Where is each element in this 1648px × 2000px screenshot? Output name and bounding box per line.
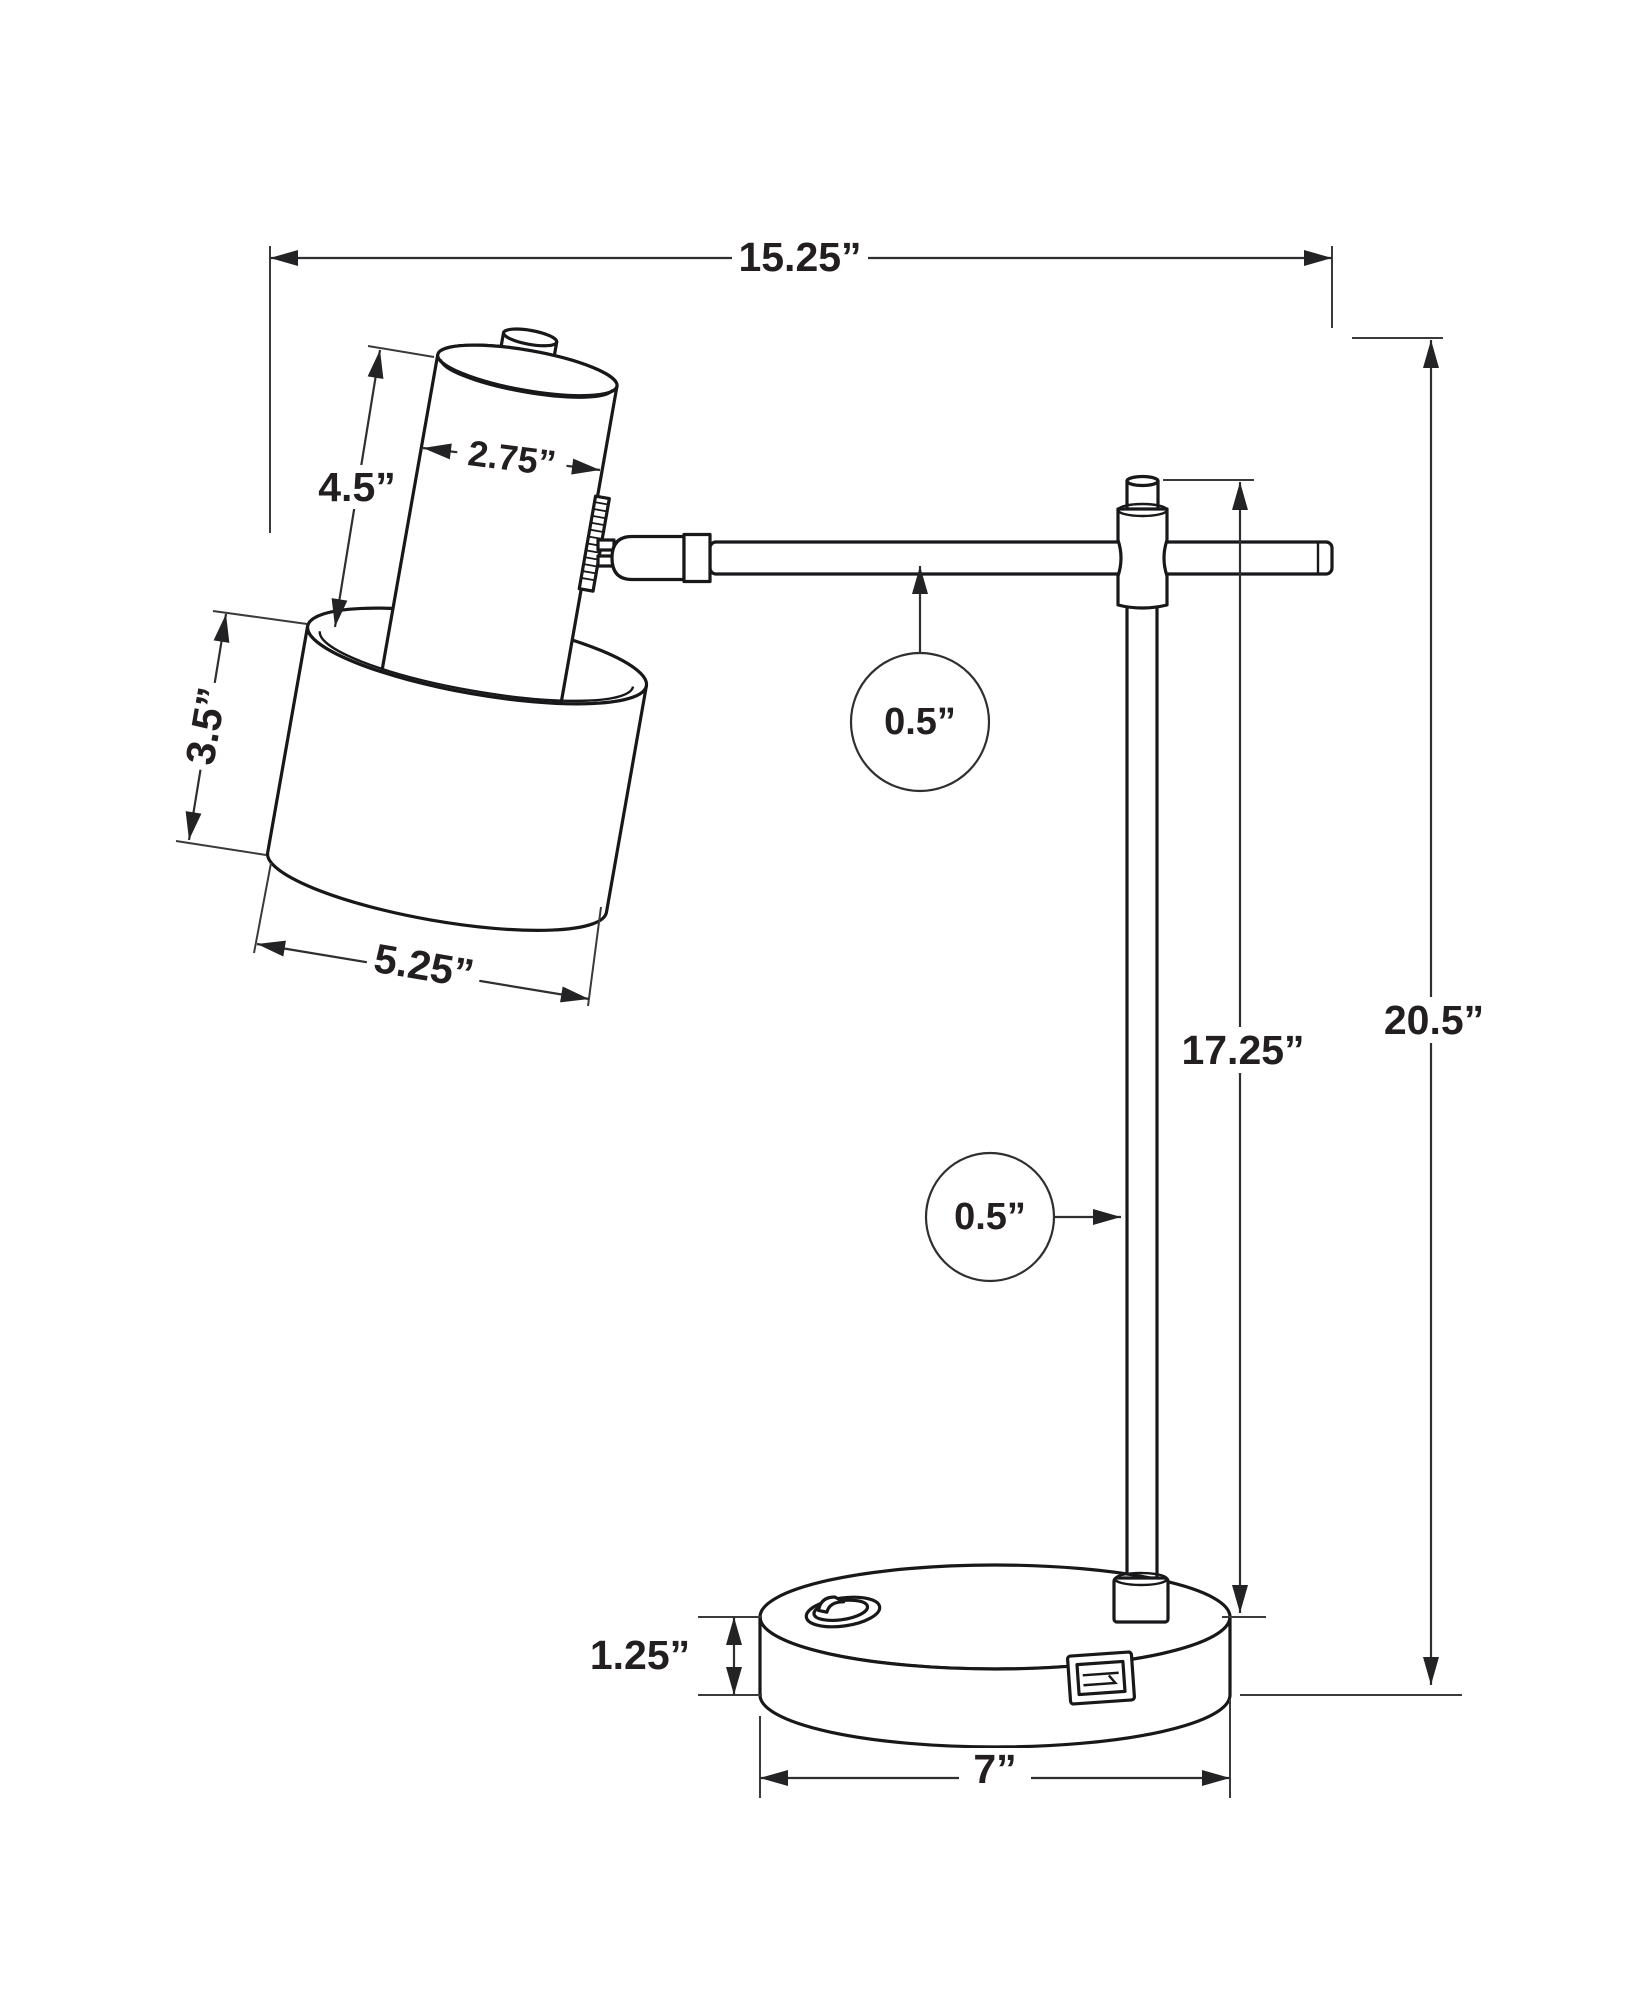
hinge-collar: [682, 532, 712, 584]
callout-pole-thickness: 0.5”: [924, 1151, 1121, 1283]
pole-bottom-collar: [1112, 1571, 1170, 1624]
dim-base-height: 1.25”: [590, 1616, 762, 1696]
overall-width-label: 15.25”: [738, 234, 861, 280]
base-height-label: 1.25”: [590, 1632, 690, 1678]
overall-height-label: 20.5”: [1384, 997, 1484, 1043]
arm-thickness-label: 0.5”: [884, 701, 956, 743]
dim-base-diameter: 7”: [759, 1700, 1231, 1798]
lamp-arm: [708, 540, 1334, 576]
dim-head-diameter: 2.75”: [422, 432, 601, 484]
callout-arm-thickness: 0.5”: [849, 566, 991, 793]
pole-thickness-label: 0.5”: [954, 1196, 1026, 1238]
arm-rod: [708, 540, 1334, 576]
dim-shaft-height: 17.25”: [1163, 479, 1312, 1618]
base-diameter-label: 7”: [973, 1746, 1016, 1792]
lamp-head-group: [265, 327, 649, 932]
dim-head-height: 4.5”: [312, 345, 435, 628]
arm-hinge: [596, 532, 712, 584]
dim-shade-diameter: 5.25”: [253, 862, 602, 1007]
pole-rod: [1125, 598, 1159, 1584]
base-body: [758, 1615, 1232, 1749]
pole-finial: [1125, 474, 1160, 513]
head-height-label: 4.5”: [318, 464, 396, 510]
shade-body: [265, 624, 648, 932]
hinge-barrel: [610, 534, 686, 582]
lamp-base: [758, 1563, 1232, 1749]
callout-circle: [849, 651, 991, 793]
pole-top-collar-rim: [1116, 502, 1169, 518]
shade-inner-rim: [318, 631, 635, 703]
dim-overall-width: 15.25”: [269, 234, 1333, 533]
shaft-height-label: 17.25”: [1181, 1027, 1304, 1073]
usb-port-icon[interactable]: [1066, 1650, 1136, 1706]
shade-diameter-label: 5.25”: [371, 935, 478, 997]
shade-height-label: 3.5”: [177, 684, 236, 768]
power-switch-icon[interactable]: [804, 1591, 882, 1631]
pole-top-collar: [1116, 507, 1169, 610]
callout-circle: [924, 1151, 1056, 1283]
dim-overall-height: 20.5”: [1240, 337, 1496, 1696]
lamp-pole: [1116, 474, 1169, 1584]
head-top-face: [436, 343, 619, 398]
head-top-inner-rim: [439, 359, 614, 399]
